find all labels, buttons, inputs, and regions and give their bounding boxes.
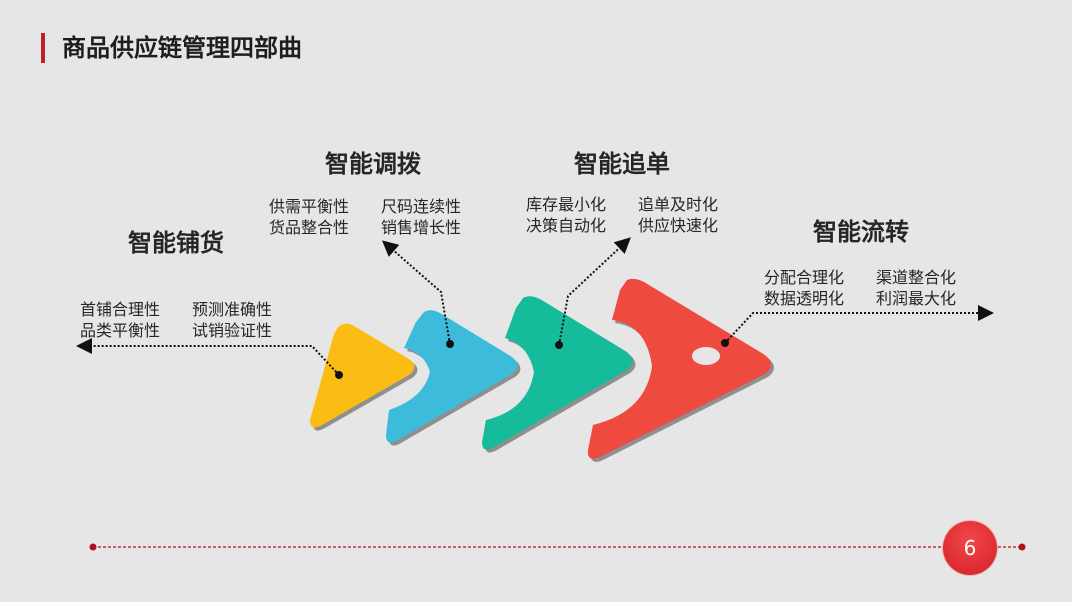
title-accent-bar	[41, 33, 45, 63]
slide-title: 商品供应链管理四部曲	[62, 34, 302, 62]
stage-shape-3	[482, 296, 633, 450]
dot-marker-icon	[555, 341, 563, 349]
feature: 试销验证性	[192, 321, 273, 340]
dot-marker-icon	[446, 340, 454, 348]
feature: 货品整合性	[269, 218, 350, 237]
stage-1-heading: 智能铺货	[128, 229, 224, 257]
feature: 分配合理化	[764, 268, 845, 287]
stage-2-heading: 智能调拨	[325, 150, 421, 178]
stage-3-heading: 智能追单	[574, 150, 670, 178]
stage-shape-4	[587, 278, 771, 459]
stage-shape-1	[310, 323, 415, 428]
page-number-badge: 6	[943, 521, 997, 575]
dot-marker-icon	[335, 371, 343, 379]
stage-3-features: 库存最小化 追单及时化 决策自动化 供应快速化	[526, 194, 718, 236]
feature: 预测准确性	[192, 300, 273, 319]
feature: 首铺合理性	[80, 300, 161, 319]
feature: 利润最大化	[876, 289, 957, 308]
feature: 品类平衡性	[80, 321, 161, 340]
feature: 数据透明化	[764, 289, 845, 308]
stage-4-features: 分配合理化 渠道整合化 数据透明化 利润最大化	[764, 267, 956, 309]
feature: 供需平衡性	[269, 197, 350, 216]
feature: 销售增长性	[381, 218, 462, 237]
dot-marker-icon	[721, 339, 729, 347]
stage-shape-2	[386, 310, 518, 443]
red-shape-hole	[692, 347, 720, 365]
feature: 决策自动化	[526, 216, 607, 235]
feature: 库存最小化	[526, 195, 607, 214]
stage-4-heading: 智能流转	[813, 218, 909, 246]
feature: 供应快速化	[638, 216, 719, 235]
footer-dot-right	[1018, 543, 1026, 551]
feature: 追单及时化	[638, 195, 719, 214]
stage-1-features: 首铺合理性 预测准确性 品类平衡性 试销验证性	[80, 299, 272, 341]
feature: 渠道整合化	[876, 268, 957, 287]
feature: 尺码连续性	[381, 197, 462, 216]
footer-dot-left	[89, 543, 97, 551]
stage-2-features: 供需平衡性 尺码连续性 货品整合性 销售增长性	[269, 196, 461, 238]
